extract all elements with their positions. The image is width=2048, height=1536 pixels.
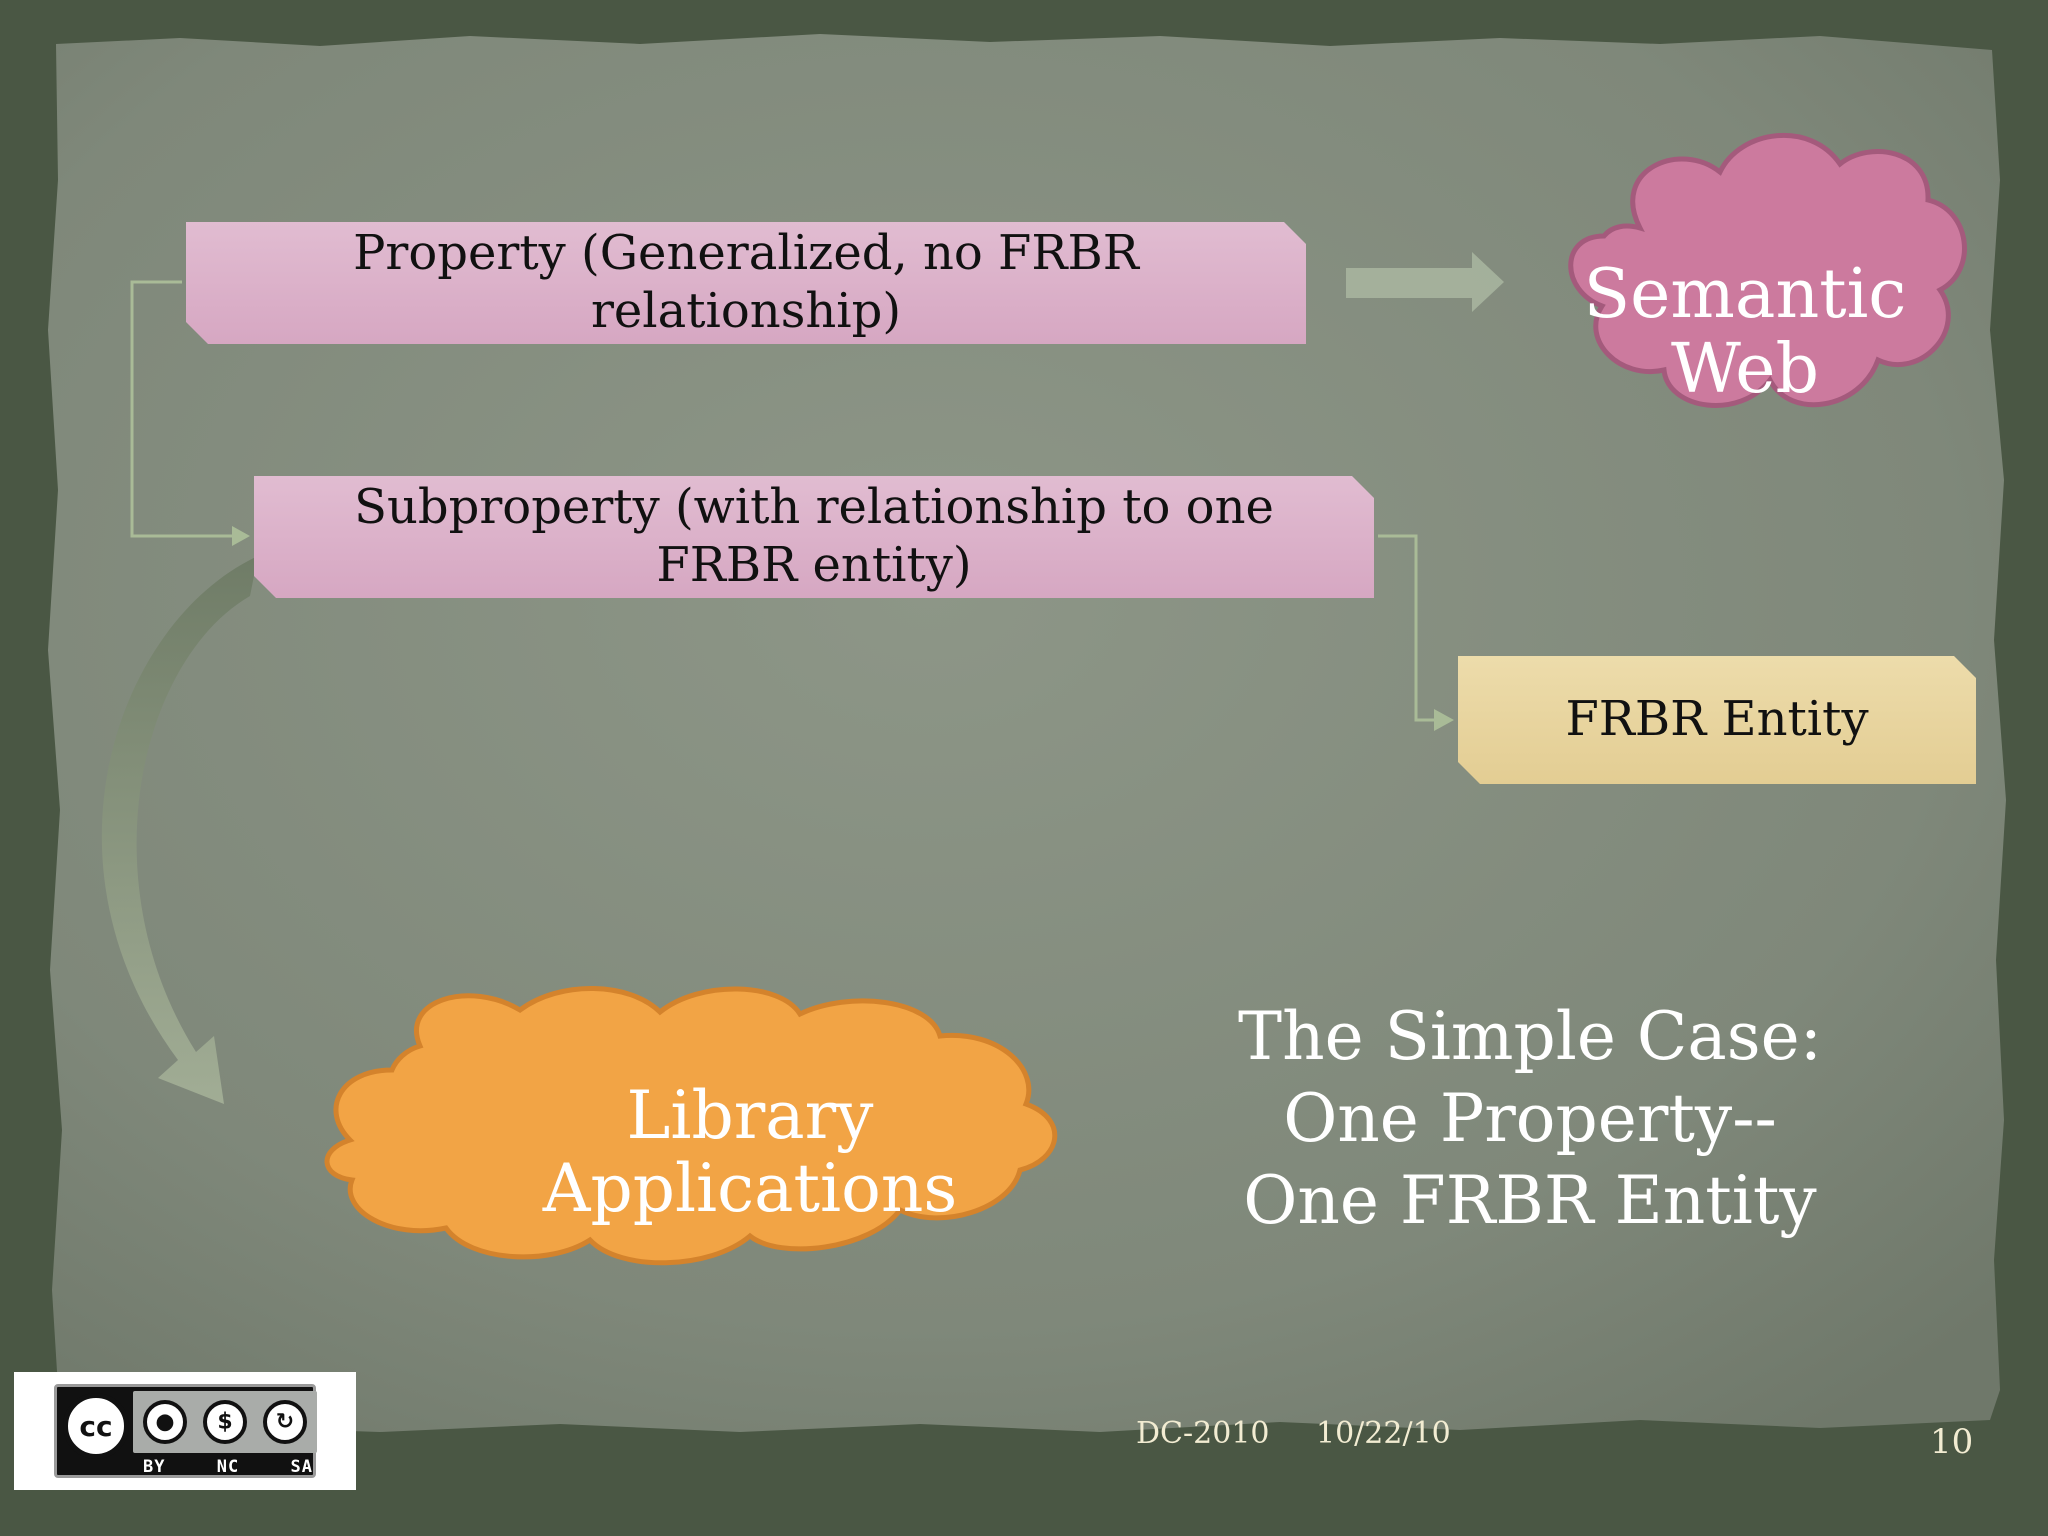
footer-date: 10/22/10: [1316, 1416, 1451, 1451]
frbr-entity-box: FRBR Entity: [1458, 656, 1976, 784]
curved-arrow-to-library: [101, 556, 258, 1104]
sharealike-icon: ↻: [263, 1400, 307, 1444]
footer-conference: DC-2010: [1136, 1416, 1270, 1451]
connector-property-to-subproperty: [130, 280, 232, 538]
case-caption: The Simple Case: One Property-- One FRBR…: [1220, 996, 1840, 1241]
cc-logo-text: cc: [79, 1409, 113, 1443]
cc-logo-icon: cc: [63, 1393, 129, 1459]
subproperty-box-label: Subproperty (with relationship to one FR…: [354, 479, 1274, 593]
caption-line-1: The Simple Case:: [1238, 998, 1822, 1075]
semantic-web-cloud: [1568, 132, 1967, 408]
arrow-to-semantic-web: [1346, 252, 1504, 312]
noncommercial-icon: $: [203, 1400, 247, 1444]
cc-icons-strip: ● $ ↻: [133, 1391, 317, 1453]
creative-commons-badge: cc ● $ ↻ BY NC SA: [14, 1372, 356, 1490]
caption-line-2: One Property--: [1283, 1079, 1777, 1157]
cc-codes: BY NC SA: [143, 1457, 313, 1477]
arrowhead-frbr: [1434, 709, 1454, 731]
caption-line-3: One FRBR Entity: [1243, 1161, 1817, 1239]
cc-code-nc: NC: [216, 1457, 240, 1477]
cc-code-by: BY: [143, 1457, 166, 1477]
cc-badge-inner: cc ● $ ↻ BY NC SA: [54, 1384, 317, 1478]
library-applications-label: Library Applications: [542, 1077, 958, 1227]
attribution-icon: ●: [143, 1400, 187, 1444]
cc-code-sa: SA: [290, 1457, 313, 1477]
semantic-web-label: Semantic Web: [1583, 255, 1907, 409]
library-applications-cloud: [324, 986, 1058, 1266]
frbr-entity-box-label: FRBR Entity: [1565, 691, 1869, 748]
slide-number: 10: [1930, 1422, 1974, 1462]
property-box-label: Property (Generalized, no FRBR relations…: [353, 225, 1139, 339]
connector-subproperty-to-frbr: [1378, 534, 1434, 722]
subproperty-box: Subproperty (with relationship to one FR…: [254, 476, 1374, 598]
arrowhead-subproperty: [232, 526, 250, 546]
property-box: Property (Generalized, no FRBR relations…: [186, 222, 1306, 344]
